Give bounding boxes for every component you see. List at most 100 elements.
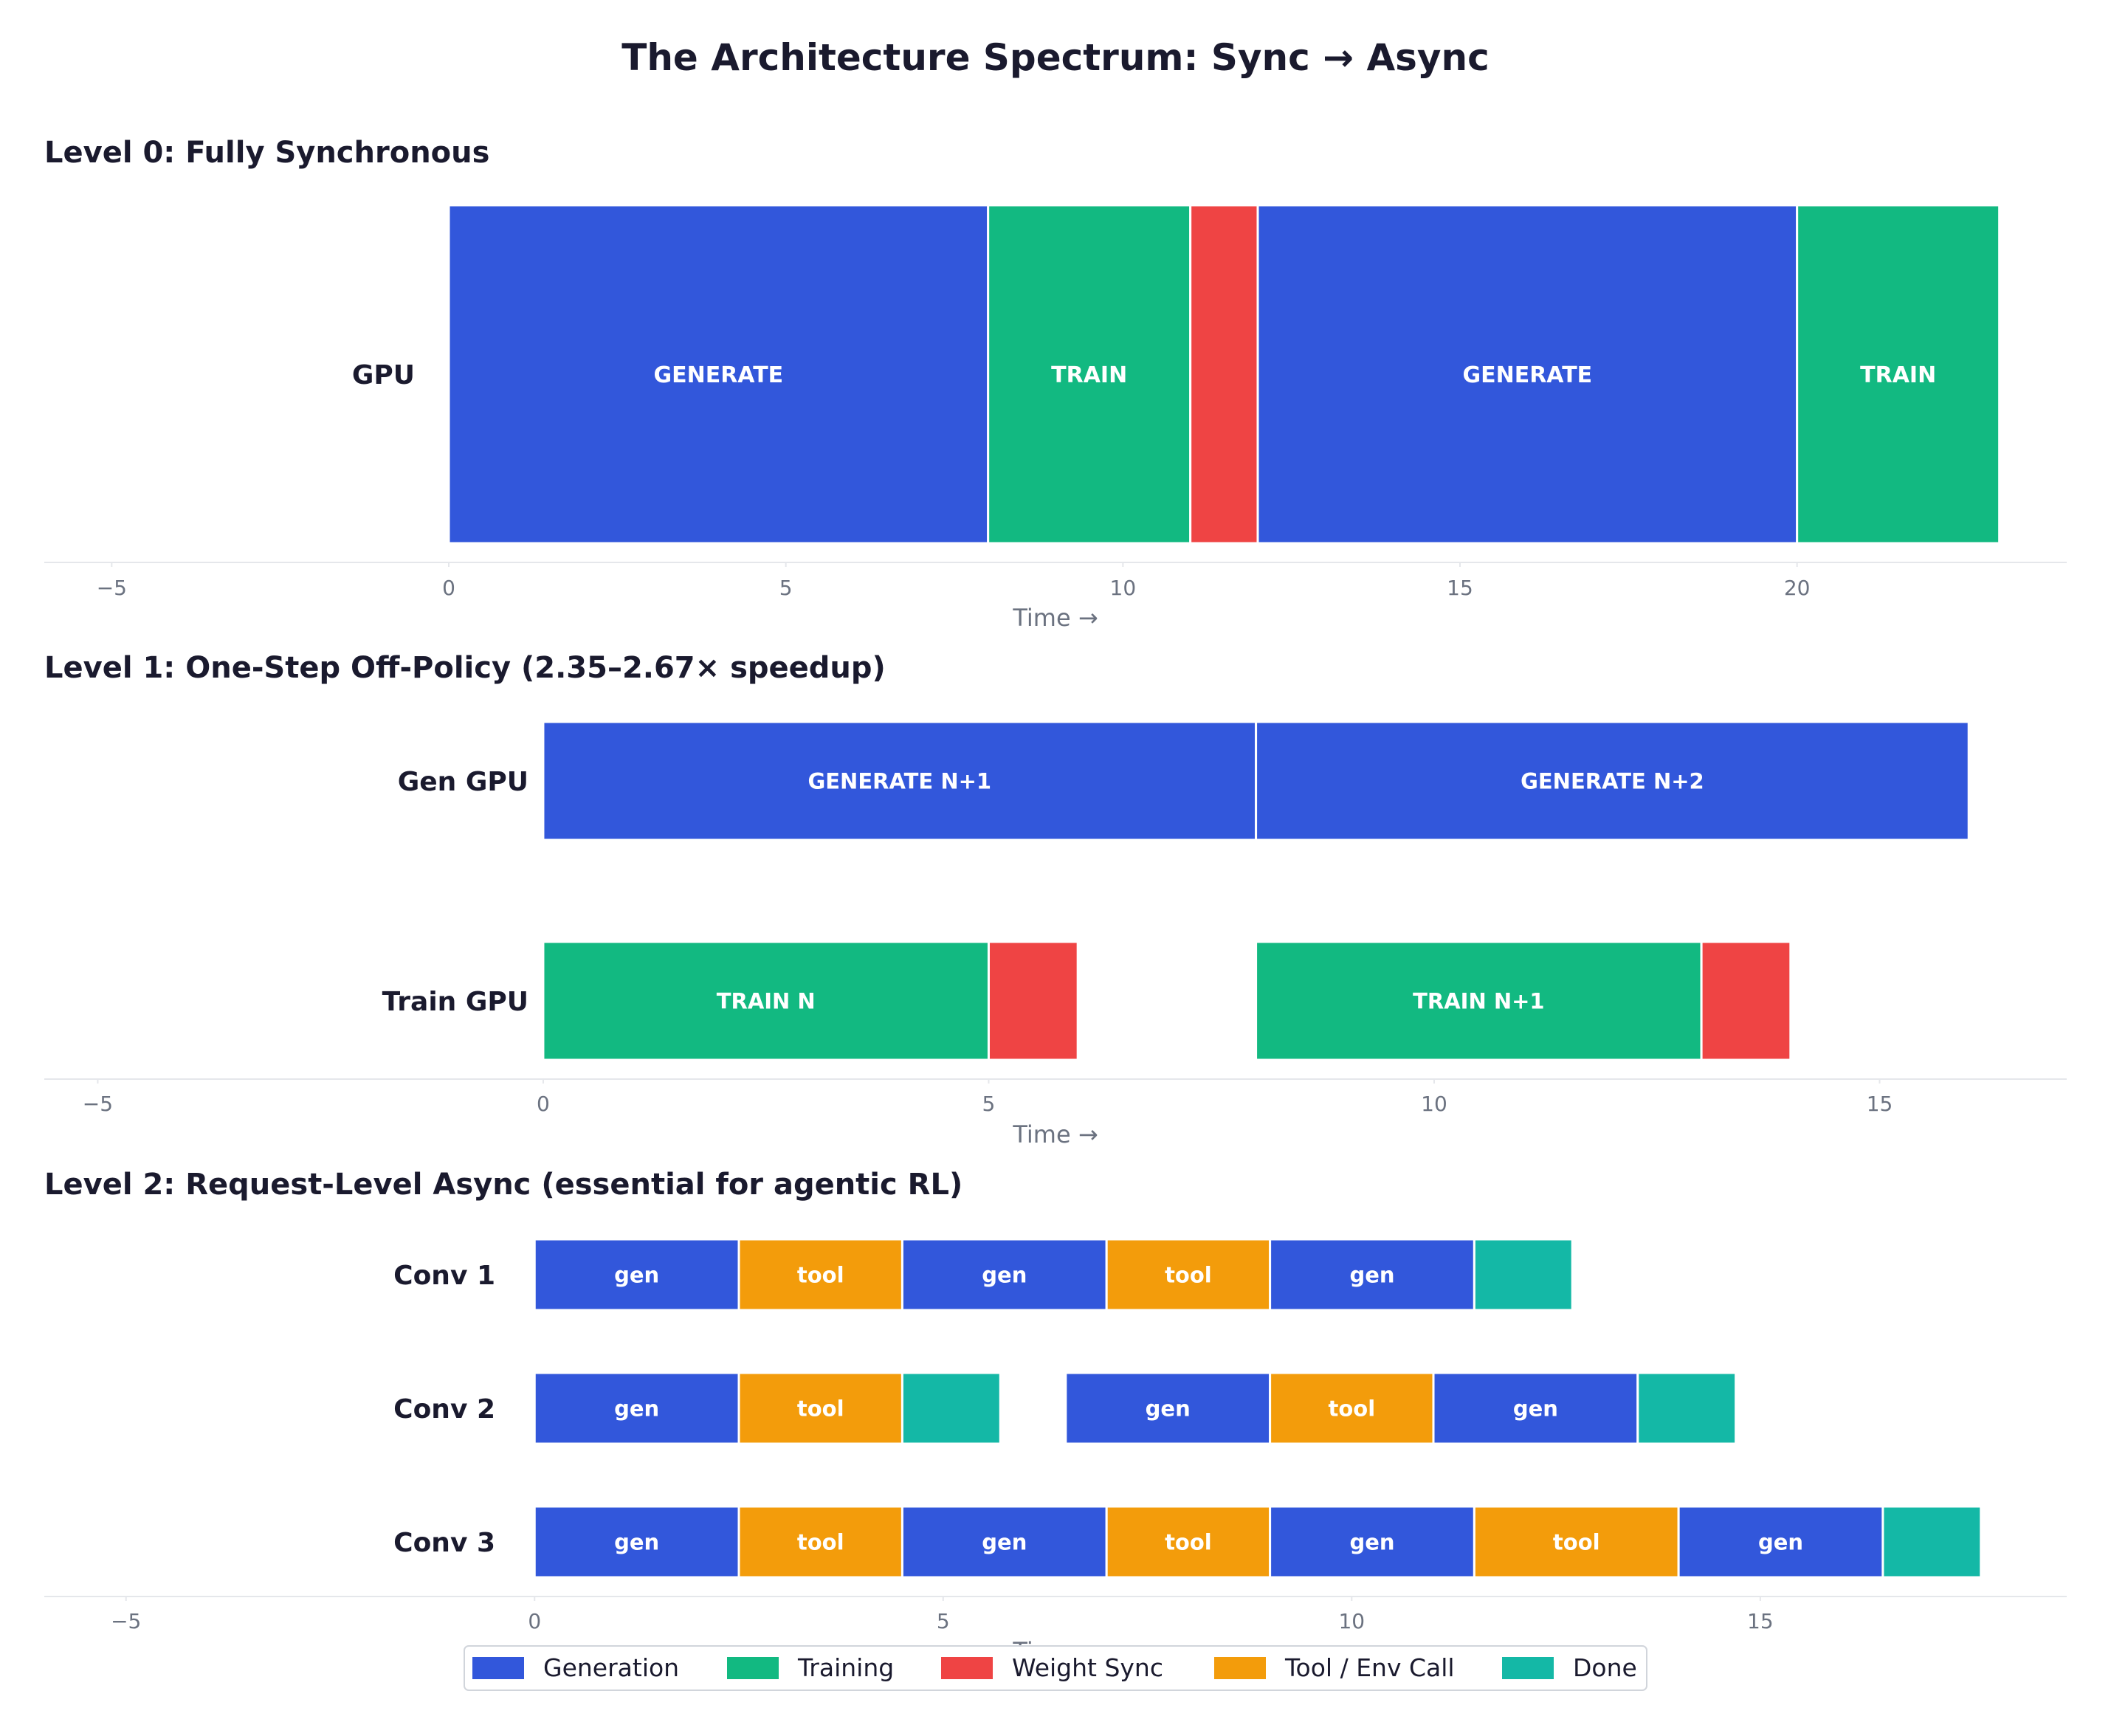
segment-label: tool bbox=[1165, 1529, 1212, 1554]
legend-label: Done bbox=[1573, 1653, 1637, 1682]
segment-training bbox=[542, 940, 990, 1061]
legend-swatch bbox=[1502, 1657, 1554, 1679]
segment-tool bbox=[1105, 1505, 1272, 1579]
segment-tool bbox=[737, 1505, 903, 1579]
segment-training bbox=[1796, 204, 2001, 545]
segment-label: TRAIN N bbox=[717, 988, 816, 1013]
segment-generation bbox=[542, 720, 1258, 841]
row-train-gpu: Train GPU TRAIN N TRAIN N+1 bbox=[382, 940, 1792, 1061]
x-tick-label: −5 bbox=[111, 1609, 141, 1633]
legend: Generation Training Weight Sync Tool / Env … bbox=[464, 1645, 1647, 1691]
x-axis-label: Time → bbox=[1012, 604, 1098, 632]
x-tick-label: 5 bbox=[982, 1092, 996, 1116]
legend-item-weight-sync: Weight Sync bbox=[941, 1653, 1163, 1682]
row-gen-gpu: Gen GPU GENERATE N+1 GENERATE N+2 bbox=[398, 720, 1970, 841]
segment-done bbox=[1881, 1505, 1983, 1579]
segment-label: GENERATE N+2 bbox=[1521, 768, 1704, 793]
panel-level-1: Level 1: One-Step Off-Policy (2.35–2.67×… bbox=[44, 651, 2067, 1148]
legend-label: Generation bbox=[543, 1653, 679, 1682]
segment-generation bbox=[1269, 1238, 1475, 1312]
legend-swatch bbox=[472, 1657, 524, 1679]
segment-training bbox=[1255, 940, 1703, 1061]
x-tick-label: 10 bbox=[1421, 1092, 1447, 1116]
panel-level-2: Level 2: Request-Level Async (essential … bbox=[44, 1168, 2067, 1665]
row-label: Train GPU bbox=[382, 987, 528, 1017]
segment-label: gen bbox=[982, 1529, 1027, 1554]
row-label: Conv 2 bbox=[393, 1394, 495, 1425]
segment-label: gen bbox=[1349, 1529, 1394, 1554]
segment-tool bbox=[737, 1371, 903, 1445]
segment-generation bbox=[1269, 1505, 1475, 1579]
segment-generation bbox=[1255, 720, 1970, 841]
x-tick-label: 15 bbox=[1867, 1092, 1893, 1116]
x-axis-label: Time → bbox=[1012, 1120, 1098, 1148]
panel-title: Level 2: Request-Level Async (essential … bbox=[44, 1168, 962, 1202]
segment-generation bbox=[533, 1505, 740, 1579]
row-conv-1: Conv 1 gen tool gen tool gen bbox=[393, 1238, 1574, 1312]
segment-generation bbox=[1256, 204, 1799, 545]
segment-generation bbox=[900, 1505, 1108, 1579]
row-gpu: GPU GENERATE TRAIN GENERATE TRAIN bbox=[352, 204, 2001, 545]
x-tick-label: 0 bbox=[537, 1092, 550, 1116]
segment-label: gen bbox=[982, 1262, 1027, 1287]
segment-done bbox=[900, 1371, 1002, 1445]
segment-tool bbox=[1473, 1505, 1680, 1579]
segment-weight-sync bbox=[1700, 940, 1792, 1061]
segment-label: TRAIN bbox=[1860, 362, 1936, 388]
segment-training bbox=[987, 204, 1192, 545]
segment-done bbox=[1636, 1371, 1738, 1445]
row-label: Conv 3 bbox=[393, 1528, 495, 1558]
segment-label: tool bbox=[1165, 1262, 1212, 1287]
x-tick-label: 5 bbox=[937, 1609, 950, 1633]
segment-label: TRAIN N+1 bbox=[1413, 988, 1544, 1013]
legend-item-done: Done bbox=[1502, 1653, 1637, 1682]
x-tick-label: 10 bbox=[1338, 1609, 1365, 1633]
segment-label: gen bbox=[1513, 1396, 1558, 1421]
x-tick-label: 15 bbox=[1747, 1609, 1774, 1633]
segment-tool bbox=[1269, 1371, 1435, 1445]
x-tick-label: −5 bbox=[97, 576, 127, 600]
segment-label: GENERATE bbox=[1462, 362, 1592, 388]
legend-item-training: Training bbox=[727, 1653, 894, 1682]
segment-label: gen bbox=[1349, 1262, 1394, 1287]
segment-weight-sync bbox=[1189, 204, 1259, 545]
segment-label: gen bbox=[614, 1396, 659, 1421]
row-label: Conv 1 bbox=[393, 1261, 495, 1291]
segment-label: tool bbox=[797, 1262, 844, 1287]
segment-label: tool bbox=[1553, 1529, 1600, 1554]
x-tick-label: 10 bbox=[1110, 576, 1137, 600]
x-tick-label: 5 bbox=[779, 576, 793, 600]
figure-title: The Architecture Spectrum: Sync → Async bbox=[621, 36, 1490, 79]
legend-label: Weight Sync bbox=[1012, 1653, 1163, 1682]
legend-label: Tool / Env Call bbox=[1284, 1653, 1455, 1682]
segment-label: gen bbox=[614, 1529, 659, 1554]
panel-title: Level 1: One-Step Off-Policy (2.35–2.67×… bbox=[44, 651, 886, 685]
segment-label: gen bbox=[614, 1262, 659, 1287]
legend-item-generation: Generation bbox=[472, 1653, 679, 1682]
segment-label: GENERATE bbox=[653, 362, 783, 388]
segment-label: tool bbox=[797, 1529, 844, 1554]
segment-label: GENERATE N+1 bbox=[807, 768, 991, 793]
segment-generation bbox=[900, 1238, 1108, 1312]
row-label: Gen GPU bbox=[398, 767, 528, 797]
segment-label: tool bbox=[1328, 1396, 1375, 1421]
segment-label: TRAIN bbox=[1051, 362, 1127, 388]
legend-item-tool: Tool / Env Call bbox=[1214, 1653, 1455, 1682]
segment-done bbox=[1473, 1238, 1574, 1312]
x-tick-label: 20 bbox=[1784, 576, 1811, 600]
legend-label: Training bbox=[797, 1653, 894, 1682]
row-label: GPU bbox=[352, 360, 415, 390]
segment-generation bbox=[533, 1238, 740, 1312]
x-tick-label: 0 bbox=[442, 576, 455, 600]
x-tick-label: 15 bbox=[1447, 576, 1473, 600]
segment-label: gen bbox=[1146, 1396, 1191, 1421]
panel-title: Level 0: Fully Synchronous bbox=[44, 136, 489, 170]
segment-weight-sync bbox=[987, 940, 1079, 1061]
segment-generation bbox=[1677, 1505, 1884, 1579]
legend-swatch bbox=[941, 1657, 993, 1679]
legend-swatch bbox=[1214, 1657, 1266, 1679]
